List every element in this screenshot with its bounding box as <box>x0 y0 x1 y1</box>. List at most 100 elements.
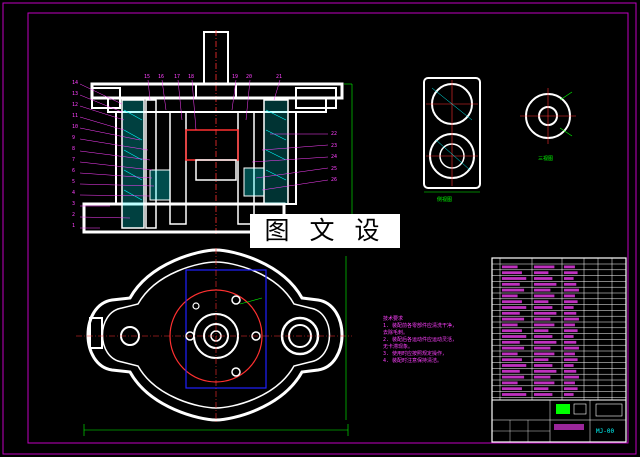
tech-line: 去除毛刺。 <box>383 330 409 336</box>
technical-requirements: 技术要求 1. 装配前各零部件应清洗干净， 去除毛刺。 2. 装配后各运动件应运… <box>383 316 491 365</box>
table-cell-text <box>502 346 525 350</box>
table-cell-text <box>564 311 577 315</box>
table-cell-text <box>502 387 522 391</box>
table-cell-text <box>534 311 557 315</box>
part-callout: 1 <box>72 223 76 229</box>
table-cell-text <box>534 352 555 356</box>
table-cell-text <box>564 288 579 292</box>
table-cell-text <box>564 335 574 338</box>
section-view <box>82 30 353 235</box>
part-callout: 23 <box>331 142 338 149</box>
part-callout: 2 <box>72 212 76 218</box>
table-cell-text <box>502 393 527 396</box>
table-cell-text <box>564 393 574 396</box>
part-callout: 26 <box>331 177 338 183</box>
part-callout: 12 <box>72 102 79 108</box>
table-cell-text <box>502 352 518 356</box>
table-cell-text <box>534 369 557 373</box>
table-cell-text <box>534 387 549 391</box>
table-cell-text <box>534 329 549 333</box>
table-cell-text <box>534 300 549 304</box>
leaders-top <box>147 79 281 131</box>
part-callout: 9 <box>72 135 76 141</box>
table-cell-text <box>564 323 575 327</box>
table-cell-text <box>502 288 525 292</box>
table-cell-text <box>534 271 549 275</box>
tech-line: 1. 装配前各零部件应清洗干净， <box>383 323 458 329</box>
leaders-right <box>251 133 329 191</box>
part-callout: 5 <box>72 179 76 185</box>
part-callout: 3 <box>72 201 76 207</box>
table-cell-text <box>564 387 578 391</box>
table-cell-text <box>564 358 578 362</box>
table-cell-text <box>534 358 549 362</box>
table-cell-text <box>534 306 553 309</box>
table-cell-text <box>564 294 575 298</box>
table-cell-text <box>564 300 578 304</box>
small-detail-view <box>520 88 576 144</box>
table-cell-text <box>534 393 553 396</box>
table-cell-text <box>502 375 525 379</box>
table-cell-text <box>564 306 574 309</box>
table-cell-text <box>502 311 520 315</box>
part-callout: 17 <box>174 74 181 80</box>
table-cell-text <box>534 381 555 385</box>
table-cell-text <box>564 375 579 379</box>
table-cell-text <box>502 358 522 362</box>
table-cell-text <box>534 317 551 321</box>
table-cell-text <box>534 340 557 344</box>
table-cell-text <box>502 300 522 304</box>
part-callout: 8 <box>72 146 76 152</box>
part-callout: 13 <box>72 91 79 97</box>
part-callout: 22 <box>331 131 338 137</box>
table-cell-text <box>564 364 574 367</box>
table-cell-text <box>502 265 518 269</box>
table-cell-text <box>564 346 579 350</box>
table-cell-text <box>564 265 575 269</box>
part-callout: 18 <box>188 74 195 80</box>
side-view-label: 侧视图 <box>437 197 453 203</box>
part-callout: 21 <box>276 74 283 80</box>
table-cell-text <box>564 317 579 321</box>
part-callout: 6 <box>72 168 76 174</box>
table-cell-text <box>564 329 578 333</box>
part-callout: 16 <box>158 74 165 80</box>
tech-line: 4. 装配时注意保持清洁。 <box>383 358 443 364</box>
part-callout: 4 <box>72 190 76 196</box>
tech-line: 3. 使用时应按照规定操作， <box>383 351 448 357</box>
table-cell-text <box>502 306 527 309</box>
table-cell-text <box>502 335 527 338</box>
table-cell-text <box>534 346 551 350</box>
table-cell-text <box>502 294 518 298</box>
table-cell-text <box>534 323 555 327</box>
table-cell-text <box>502 364 527 367</box>
table-cell-text <box>564 381 575 385</box>
table-cell-text <box>534 364 553 367</box>
table-cell-text <box>534 265 555 269</box>
watermark-banner: 图 文 设 计 <box>250 214 400 279</box>
table-cell-text <box>502 271 522 275</box>
tech-line: 2. 装配后各运动件应运动灵活， <box>383 337 458 343</box>
table-cell-text <box>502 317 525 321</box>
table-cell-text <box>564 271 578 275</box>
part-callout: 11 <box>72 113 79 119</box>
table-cell-text <box>534 277 553 280</box>
table-cell-text <box>564 352 575 356</box>
part-callout: 20 <box>246 74 253 80</box>
table-cell-text <box>502 381 518 385</box>
part-callout: 24 <box>331 154 338 160</box>
part-callout: 15 <box>144 74 151 80</box>
table-cell-text <box>502 282 520 286</box>
parts-table <box>491 257 627 443</box>
part-callout: 25 <box>331 165 338 172</box>
plan-view <box>76 248 352 436</box>
part-callout: 19 <box>232 74 239 80</box>
table-cell-text <box>502 277 527 280</box>
table-cell-text <box>564 282 577 286</box>
part-callout: 10 <box>72 124 79 130</box>
part-callout: 7 <box>72 157 76 163</box>
table-cell-text <box>564 369 577 373</box>
table-cell-text <box>502 340 520 344</box>
